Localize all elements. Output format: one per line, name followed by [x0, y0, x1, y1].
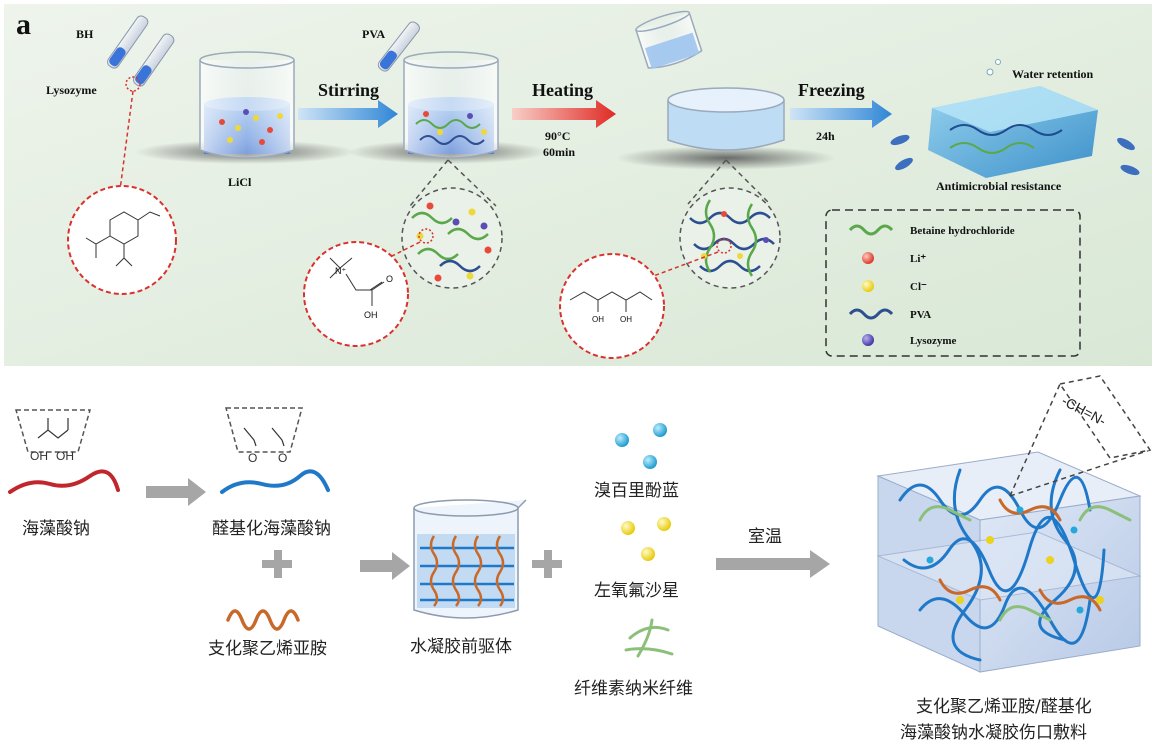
alginate-bracket — [15, 409, 91, 453]
arrow-room-temperature — [716, 550, 830, 578]
legend-cl-label: Cl⁻ — [910, 281, 927, 293]
dressing-label-line-1: 支化聚乙烯亚胺/醛基化 — [916, 697, 1092, 717]
pva-structure-callout — [559, 253, 665, 359]
stirring-arrow — [298, 100, 398, 128]
heating-time: 60min — [543, 145, 575, 159]
hydrogel-block — [928, 59, 1098, 178]
freezing-time: 24h — [816, 129, 835, 143]
imine-zoom-cone — [1009, 383, 1151, 497]
stirring-zoom-cone — [409, 159, 497, 207]
dressing-label-line-2: 海藻酸钠水凝胶伤口敷料 — [900, 723, 1087, 743]
cellulose-nanofiber-label: 纤维素纳米纤维 — [574, 679, 693, 699]
legend-li-label: Li⁺ — [910, 253, 926, 265]
bromothymol-dot-2 — [653, 423, 667, 437]
legend-li-swatch — [862, 252, 874, 264]
heating-temperature: 90°C — [545, 129, 570, 143]
pva-tube-label: PVA — [362, 27, 385, 41]
pva-oh-1: OH — [592, 315, 604, 324]
pva-tube — [377, 21, 420, 72]
lysozyme-tube — [133, 33, 175, 87]
betaine-oh: OH — [364, 310, 378, 320]
betaine-o: O — [386, 274, 393, 284]
stirring-zoom-contents — [411, 202, 492, 282]
oxidized-alginate-aldehyde — [243, 427, 285, 447]
betaine-structure-drawing — [329, 257, 385, 306]
arrow-mixing — [360, 552, 410, 580]
stirring-label: Stirring — [318, 80, 379, 100]
bromothymol-dot-1 — [615, 433, 629, 447]
pei-label: 支化聚乙烯亚胺 — [208, 639, 327, 659]
dressing-drug-dots — [926, 506, 1104, 614]
antimicrobial-label: Antimicrobial resistance — [936, 179, 1062, 193]
pouring-beaker — [635, 10, 703, 70]
betaine-zoom-marker — [418, 228, 434, 244]
cellulose-nanofiber-icon — [624, 618, 674, 658]
oxidized-alginate-label: 醛基化海藻酸钠 — [212, 519, 331, 539]
legend-box — [825, 209, 1081, 357]
betaine-n-plus: N⁺ — [335, 266, 346, 276]
aldehyde-o-1: O — [248, 451, 257, 465]
arrow-oxidation — [146, 478, 206, 506]
licl-label: LiCl — [228, 175, 252, 189]
pva-callout-line — [647, 251, 719, 279]
heating-zoom-cone — [687, 159, 771, 205]
dressing-network — [898, 468, 1132, 662]
legend-betaine-label: Betaine hydrochloride — [910, 225, 1015, 237]
alginate-chain — [8, 469, 120, 494]
levofloxacin-dot-3 — [641, 547, 655, 561]
heating-label: Heating — [532, 80, 593, 100]
precursor-label: 水凝胶前驱体 — [410, 637, 512, 657]
legend-lysozyme-label: Lysozyme — [910, 335, 957, 347]
room-temperature-label: 室温 — [748, 527, 782, 547]
stirring-zoom-circle — [401, 187, 503, 289]
levofloxacin-label: 左氧氟沙星 — [594, 581, 679, 601]
lysozyme-zoom-marker — [125, 76, 141, 92]
pei-chain — [226, 609, 300, 631]
pva-oh-2: OH — [620, 315, 632, 324]
freezing-label: Freezing — [798, 80, 865, 100]
bh-label: BH — [76, 27, 94, 41]
bh-tube — [107, 15, 149, 69]
licl-beaker — [199, 51, 295, 159]
petri-dish — [667, 87, 785, 151]
aldehyde-o-2: O — [278, 451, 287, 465]
alginate-oh-2: OH — [56, 449, 74, 463]
network-zoom-contents — [689, 199, 775, 277]
panel-a-label: a — [16, 8, 31, 41]
legend-pva-swatch — [848, 308, 894, 320]
pva-zoom-marker — [716, 238, 732, 254]
lysozyme-structure-drawing — [85, 211, 161, 267]
betaine-structure-callout — [303, 241, 409, 347]
levofloxacin-dot-2 — [657, 517, 671, 531]
legend-pva-label: PVA — [910, 309, 931, 321]
oxidized-alginate-bracket — [225, 407, 303, 453]
pva-structure-drawing — [569, 291, 653, 312]
imine-zoom-box — [1058, 375, 1152, 459]
lysozyme-structure-callout — [67, 185, 177, 295]
freezing-arrow — [790, 100, 892, 128]
plus-sign-2 — [532, 550, 562, 578]
oxidized-alginate-chain — [220, 469, 330, 494]
legend-betaine-swatch — [848, 224, 894, 236]
plus-sign-1 — [262, 550, 292, 578]
levofloxacin-dot-1 — [621, 521, 635, 535]
dressing-gel-box — [876, 451, 1142, 673]
water-retention-label: Water retention — [1012, 67, 1094, 81]
dish-shadow — [616, 146, 836, 170]
lysozyme-label: Lysozyme — [46, 83, 97, 97]
legend-lysozyme-swatch — [862, 334, 874, 346]
alginate-oh-1: OH — [30, 449, 48, 463]
heating-arrow — [512, 100, 616, 128]
bromothymol-dot-3 — [643, 455, 657, 469]
bromothymol-blue-label: 溴百里酚蓝 — [594, 481, 679, 501]
legend-cl-swatch — [862, 280, 874, 292]
bacteria-icons — [890, 134, 1140, 176]
stirring-beaker — [403, 51, 499, 159]
alginate-oh-structure — [37, 418, 69, 439]
precursor-beaker — [413, 499, 527, 619]
alginate-label: 海藻酸钠 — [22, 519, 90, 539]
lysozyme-callout-line — [119, 90, 134, 191]
